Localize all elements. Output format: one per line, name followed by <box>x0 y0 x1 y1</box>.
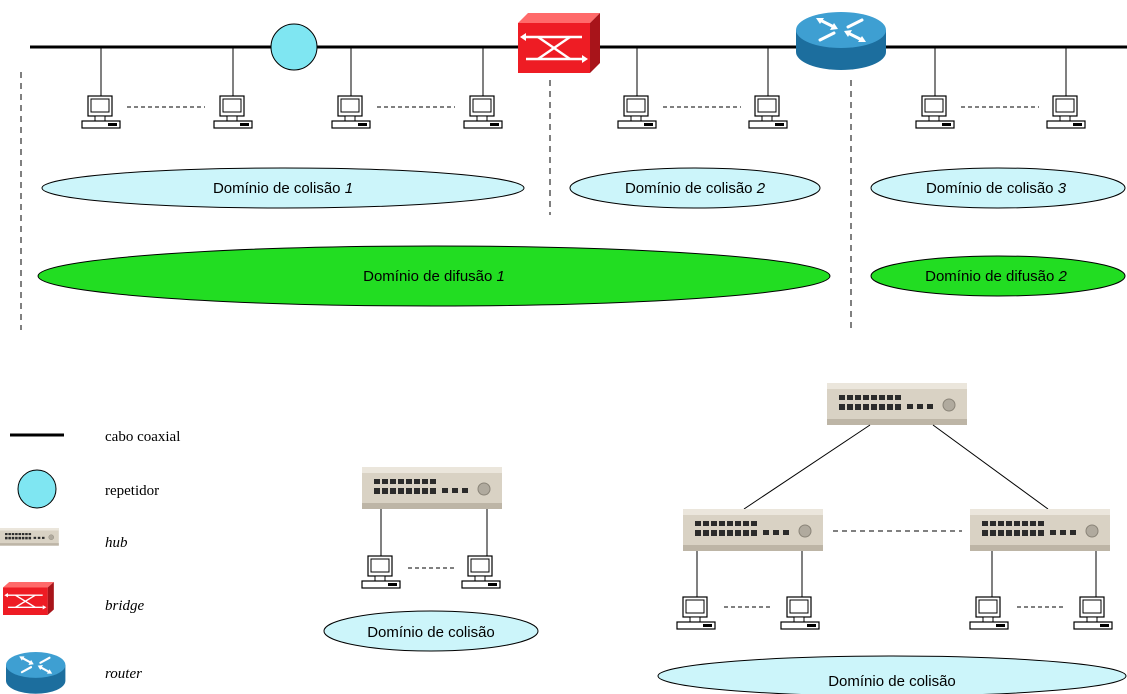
pc-drop-lines <box>100 47 1067 96</box>
computer-icon <box>748 95 788 129</box>
hub-legend-icon <box>0 527 60 546</box>
broadcast-domain-2-label: Domínio de difusão 2 <box>925 268 1067 285</box>
computer-icon <box>213 95 253 129</box>
computer-icon <box>969 596 1009 630</box>
collision-domain-3-label: Domínio de colisão 3 <box>926 180 1067 197</box>
hub-icon-root <box>826 382 968 426</box>
pc-group-top <box>81 95 1086 129</box>
computer-icon <box>676 596 716 630</box>
bridge-icon <box>516 11 602 75</box>
broadcast-domain-1 <box>37 245 831 307</box>
hub-icon-right <box>969 508 1111 552</box>
computer-icon <box>617 95 657 129</box>
legend-bridge-label: bridge <box>105 598 145 614</box>
legend-router-label: router <box>105 666 142 682</box>
collision-domain-1-label: Domínio de colisão 1 <box>213 180 353 197</box>
hub-icon-left <box>682 508 824 552</box>
hub-tree-collision-label: Domínio de colisão <box>828 673 956 690</box>
computer-icon <box>463 95 503 129</box>
hub-icon <box>361 466 503 510</box>
hub-tree-collision-domain <box>657 655 1127 694</box>
collision-domain-1 <box>41 167 525 209</box>
repeater-legend-icon <box>17 469 57 509</box>
computer-icon <box>331 95 371 129</box>
broadcast-domain-2 <box>870 255 1126 297</box>
computer-icon <box>1073 596 1113 630</box>
hub-tree-network: Domínio de colisão <box>657 382 1127 694</box>
legend: cabo coaxial repetidor hub bridge router <box>0 429 180 694</box>
computer-icon <box>361 555 401 589</box>
collision-domain-2 <box>569 167 821 209</box>
single-hub-collision-label: Domínio de colisão <box>367 624 495 641</box>
computer-icon <box>1046 95 1086 129</box>
domain-separators <box>20 72 852 330</box>
collision-domain-2-label: Domínio de colisão 2 <box>625 180 766 197</box>
single-hub-collision-domain <box>323 610 539 652</box>
router-icon <box>794 10 888 72</box>
legend-repeater-label: repetidor <box>105 483 159 499</box>
bridge-legend-icon <box>2 581 55 616</box>
collision-domain-3 <box>870 167 1126 209</box>
computer-icon <box>81 95 121 129</box>
legend-hub-label: hub <box>105 535 128 551</box>
computer-icon <box>461 555 501 589</box>
computer-icon <box>915 95 955 129</box>
broadcast-domain-1-label: Domínio de difusão 1 <box>363 268 505 285</box>
computer-icon <box>780 596 820 630</box>
single-hub-network: Domínio de colisão <box>323 466 539 652</box>
legend-coax-label: cabo coaxial <box>105 429 180 445</box>
router-legend-icon <box>4 650 67 694</box>
repeater-icon <box>270 23 318 71</box>
